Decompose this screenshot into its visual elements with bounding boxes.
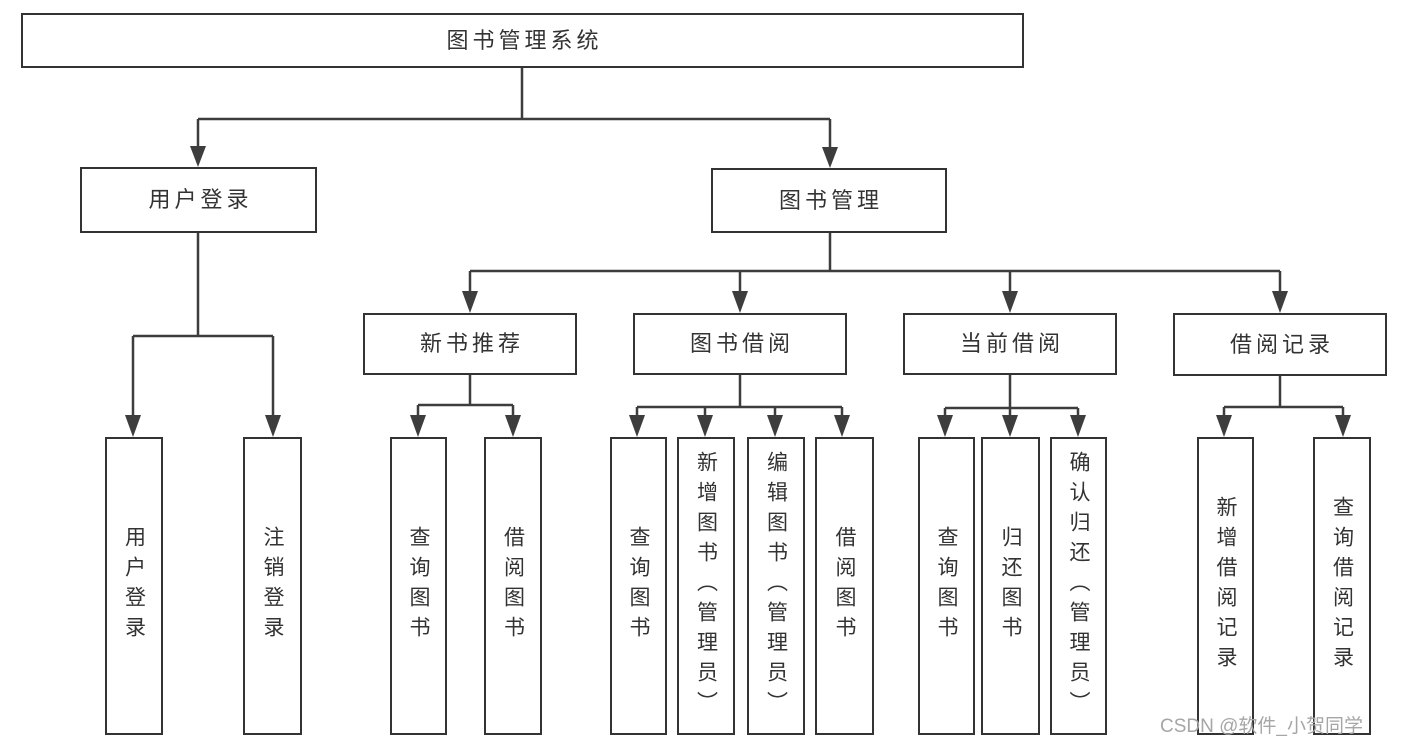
leaf-query-borrow-record: 查询借阅记录: [1313, 437, 1371, 735]
leaf-label: 确认归还（管理员）: [1067, 451, 1090, 721]
node-label: 图书借阅: [689, 331, 794, 356]
leaf-query-books-borrowing: 查询图书: [610, 437, 667, 735]
leaf-label: 用户登录: [122, 526, 146, 646]
node-label: 图书管理: [778, 187, 883, 213]
leaf-return-book: 归还图书: [981, 437, 1040, 735]
leaf-query-books-recommend: 查询图书: [390, 437, 447, 735]
node-book-management: 图书管理: [711, 168, 947, 233]
leaf-label: 归还图书: [999, 526, 1022, 646]
leaf-edit-book-admin: 编辑图书（管理员）: [747, 437, 805, 735]
node-book-borrowing: 图书借阅: [633, 313, 847, 375]
leaf-borrow-books-borrowing: 借阅图书: [815, 437, 874, 735]
leaf-label: 借阅图书: [501, 526, 525, 646]
node-library-management-system: 图书管理系统: [21, 13, 1024, 68]
leaf-logout: 注销登录: [243, 437, 302, 735]
leaf-confirm-return-admin: 确认归还（管理员）: [1050, 437, 1107, 735]
node-label: 当前借阅: [959, 331, 1064, 356]
leaf-label: 查询图书: [935, 526, 958, 646]
leaf-borrow-books-recommend: 借阅图书: [484, 437, 542, 735]
connectors: [125, 68, 1351, 437]
leaf-add-borrow-record: 新增借阅记录: [1197, 437, 1254, 735]
leaf-label: 借阅图书: [833, 526, 856, 646]
leaf-label: 查询图书: [407, 526, 430, 646]
node-label: 用户登录: [148, 187, 253, 212]
csdn-watermark: CSDN @软件_小贺同学: [1160, 716, 1363, 737]
leaf-query-books-current: 查询图书: [918, 437, 975, 735]
leaf-add-book-admin: 新增图书（管理员）: [677, 437, 735, 735]
leaf-label: 查询图书: [627, 526, 650, 646]
leaf-label: 查询借阅记录: [1330, 496, 1354, 676]
node-label: 借阅记录: [1229, 331, 1334, 357]
node-borrowing-records: 借阅记录: [1173, 313, 1387, 376]
leaf-label: 新增借阅记录: [1214, 496, 1237, 676]
node-label: 新书推荐: [419, 331, 524, 356]
leaf-label: 编辑图书（管理员）: [764, 451, 788, 721]
node-current-borrowing: 当前借阅: [903, 313, 1117, 375]
leaf-label: 新增图书（管理员）: [694, 451, 718, 721]
leaf-user-login: 用户登录: [105, 437, 163, 735]
leaf-label: 注销登录: [261, 526, 284, 646]
node-user-login: 用户登录: [80, 167, 317, 233]
node-new-book-recommendation: 新书推荐: [363, 313, 577, 375]
node-label: 图书管理系统: [446, 27, 603, 53]
